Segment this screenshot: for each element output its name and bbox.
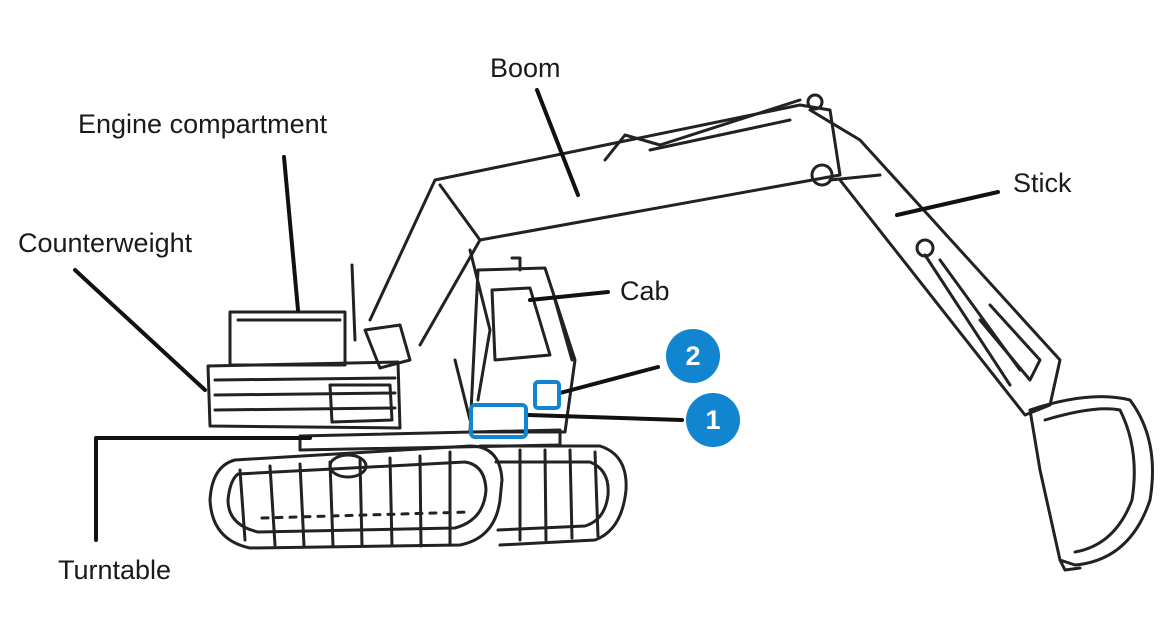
turntable-structure: [206, 360, 562, 452]
boom-arm: [363, 93, 842, 422]
boom-leader-line: [535, 88, 580, 197]
bucket: [1028, 395, 1154, 572]
counterweight-label: Counterweight: [18, 228, 193, 258]
engine-block: [228, 263, 357, 367]
leader-lines: [73, 88, 1000, 542]
location-1-highlight-box: [469, 403, 528, 439]
callout-2-badge: 2: [666, 329, 720, 383]
turntable-leader-line: [94, 436, 312, 542]
callout-1-leader-line: [526, 413, 684, 422]
turntable-label: Turntable: [58, 555, 172, 585]
boom-label: Boom: [490, 53, 561, 83]
stick-leader-line: [895, 190, 1000, 217]
stick-label: Stick: [1013, 168, 1072, 198]
engine-compartment-label: Engine compartment: [78, 109, 328, 139]
crawler-tracks: [208, 444, 628, 550]
stick-arm: [808, 108, 1062, 417]
cab-label: Cab: [620, 276, 670, 306]
engine-leader-line: [282, 155, 300, 312]
location-2-highlight-box: [533, 380, 561, 410]
cab-leader-line: [528, 290, 610, 302]
counterweight-leader-line: [73, 268, 207, 392]
callout-2-leader-line: [558, 365, 660, 395]
callout-1-badge: 1: [686, 393, 740, 447]
